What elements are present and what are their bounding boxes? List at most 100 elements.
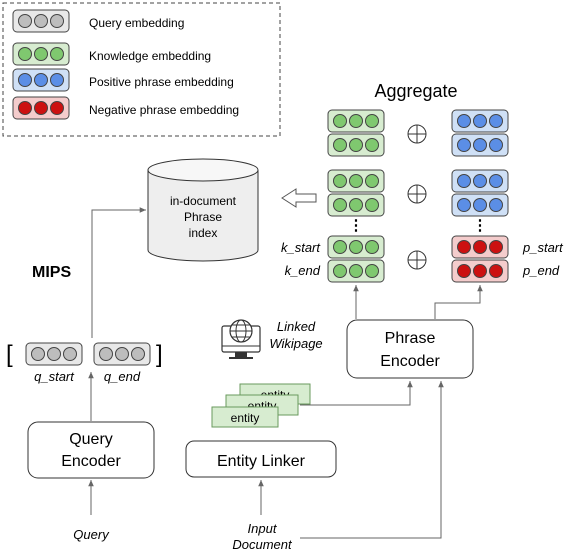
embedding-dot bbox=[489, 198, 503, 212]
mips-connector bbox=[91, 207, 146, 338]
embedding-dot bbox=[34, 101, 48, 115]
embedding-dot bbox=[473, 114, 487, 128]
embedding-dot bbox=[473, 174, 487, 188]
knowledge-embedding-icon bbox=[327, 109, 385, 133]
embedding-dot bbox=[333, 174, 347, 188]
embedding-dot bbox=[333, 198, 347, 212]
phrase-encoder-box bbox=[346, 319, 474, 379]
embedding-dot bbox=[349, 198, 363, 212]
p-end-label: p_end bbox=[522, 263, 560, 278]
embedding-dot bbox=[63, 347, 77, 361]
positive-stack-1 bbox=[451, 109, 509, 157]
oplus-icon bbox=[407, 250, 427, 270]
legend-query-label: Query embedding bbox=[89, 16, 184, 30]
mips-label: MIPS bbox=[32, 264, 71, 281]
phrase-index-label-1: in-document bbox=[170, 194, 237, 208]
query-label: Query bbox=[73, 527, 110, 542]
aggregate-title: Aggregate bbox=[374, 81, 457, 101]
embedding-dot bbox=[18, 14, 32, 28]
embedding-dot bbox=[333, 114, 347, 128]
embedding-dot bbox=[365, 198, 379, 212]
input-document-label-1: Input bbox=[248, 521, 278, 536]
embedding-dot bbox=[489, 240, 503, 254]
embedding-dot bbox=[473, 264, 487, 278]
phrase-index-cylinder bbox=[147, 158, 259, 262]
positive-embedding-icon bbox=[451, 193, 509, 217]
positive-stack-2 bbox=[451, 169, 509, 217]
phrase-index-label-2: Phrase bbox=[184, 210, 222, 224]
embedding-dot bbox=[349, 138, 363, 152]
bracket-open: [ bbox=[6, 341, 13, 368]
bracket-close: ] bbox=[156, 341, 163, 368]
knowledge-embedding-icon bbox=[327, 259, 385, 283]
knowledge-stack-2 bbox=[327, 169, 385, 217]
embedding-dot bbox=[34, 73, 48, 87]
ellipsis-phrase: ⋮ bbox=[473, 217, 488, 234]
k-start-label: k_start bbox=[281, 240, 321, 255]
phrase-index-label-3: index bbox=[189, 226, 218, 240]
oplus-icon bbox=[407, 184, 427, 204]
legend-positive-embedding-icon bbox=[12, 68, 70, 92]
embedding-dot bbox=[18, 47, 32, 61]
embedding-dot bbox=[349, 240, 363, 254]
input-document-label-2: Document bbox=[232, 537, 293, 552]
embedding-dot bbox=[333, 138, 347, 152]
knowledge-embedding-icon bbox=[327, 235, 385, 259]
phrase-encoder-label-1: Phrase bbox=[385, 330, 436, 347]
legend-knowledge-label: Knowledge embedding bbox=[89, 49, 211, 63]
legend-negative-embedding-icon bbox=[12, 96, 70, 120]
embedding-dot bbox=[489, 264, 503, 278]
entity-label: entity bbox=[231, 411, 260, 425]
embedding-dot bbox=[47, 347, 61, 361]
knowledge-stack-1 bbox=[327, 109, 385, 157]
legend-knowledge-embedding-icon bbox=[12, 42, 70, 66]
embedding-dot bbox=[50, 73, 64, 87]
embedding-dot bbox=[365, 138, 379, 152]
query-encoder-label-2: Encoder bbox=[61, 453, 121, 470]
entity-linker-box bbox=[185, 440, 337, 478]
embedding-dot bbox=[489, 114, 503, 128]
entity-cards: entity entity entity bbox=[211, 383, 311, 428]
embedding-dot bbox=[115, 347, 129, 361]
embedding-dot bbox=[473, 198, 487, 212]
embedding-dot bbox=[365, 264, 379, 278]
embedding-dot bbox=[457, 174, 471, 188]
legend-positive-label: Positive phrase embedding bbox=[89, 75, 234, 89]
embedding-dot bbox=[50, 101, 64, 115]
k-end-label: k_end bbox=[285, 263, 321, 278]
encoder-to-phrase-arrow bbox=[434, 285, 483, 319]
embedding-dot bbox=[50, 47, 64, 61]
embedding-dot bbox=[457, 264, 471, 278]
knowledge-stack-3 bbox=[327, 235, 385, 283]
embedding-dot bbox=[473, 138, 487, 152]
embedding-dot bbox=[31, 347, 45, 361]
web-page-icon bbox=[221, 319, 261, 359]
p-start-label: p_start bbox=[522, 240, 564, 255]
embedding-dot bbox=[333, 240, 347, 254]
entity-linker-label: Entity Linker bbox=[217, 453, 306, 470]
knowledge-embedding-icon bbox=[327, 133, 385, 157]
legend: Query embedding Knowledge embedding Posi… bbox=[2, 2, 281, 137]
embedding-dot bbox=[457, 240, 471, 254]
phrase-encoder-label-2: Encoder bbox=[380, 353, 440, 370]
embedding-dot bbox=[34, 14, 48, 28]
legend-query-embedding-icon bbox=[12, 9, 70, 33]
hollow-left-arrow-icon bbox=[281, 188, 317, 208]
knowledge-embedding-icon bbox=[327, 193, 385, 217]
knowledge-embedding-icon bbox=[327, 169, 385, 193]
ellipsis-knowledge: ⋮ bbox=[349, 217, 364, 234]
query-encoder-label-1: Query bbox=[69, 431, 113, 448]
positive-embedding-icon bbox=[451, 109, 509, 133]
legend-negative-label: Negative phrase embedding bbox=[89, 103, 239, 117]
embedding-dot bbox=[34, 47, 48, 61]
negative-stack bbox=[451, 235, 509, 283]
entity-to-encoder-arrow bbox=[300, 381, 413, 406]
q-end-label: q_end bbox=[104, 369, 141, 384]
negative-embedding-icon bbox=[451, 259, 509, 283]
embedding-dot bbox=[349, 264, 363, 278]
query-start-embedding-icon bbox=[25, 342, 83, 366]
positive-embedding-icon bbox=[451, 169, 509, 193]
linked-label-1: Linked bbox=[277, 319, 316, 334]
embedding-dot bbox=[99, 347, 113, 361]
